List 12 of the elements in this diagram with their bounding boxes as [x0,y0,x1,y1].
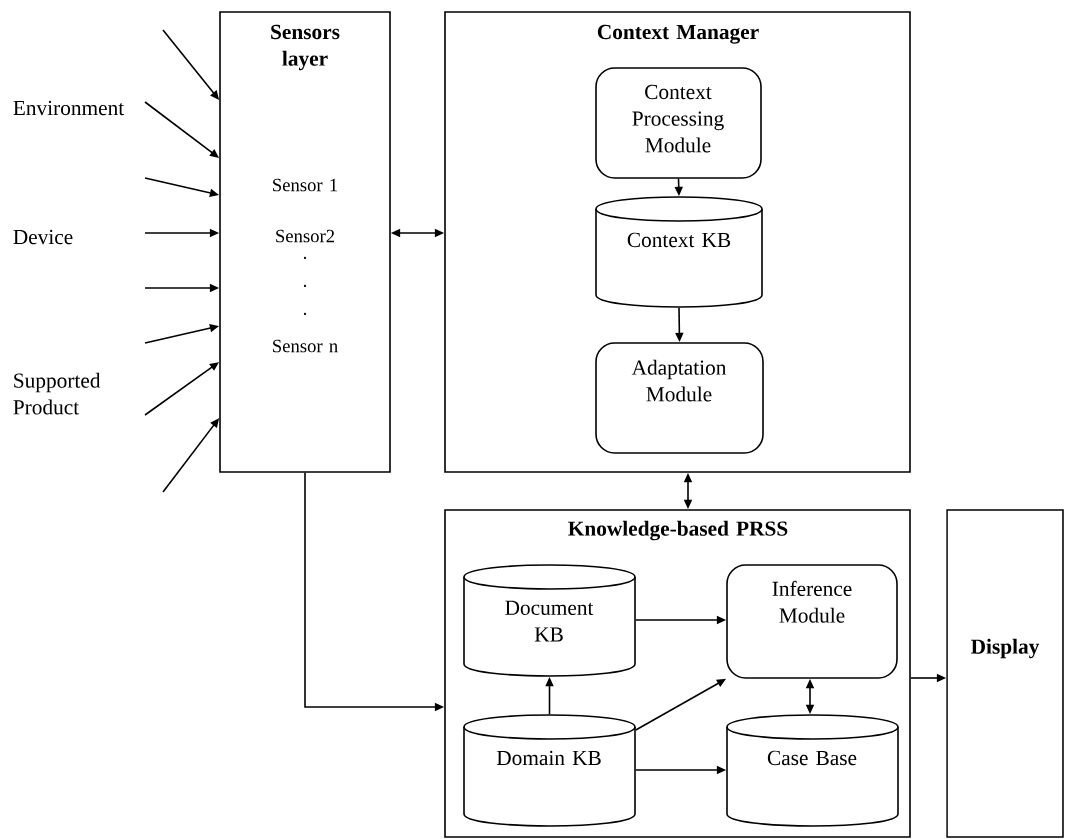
module-box: Inference Module [726,564,898,679]
input-label: Supported Product [13,372,101,415]
module-box: Context Processing Module [595,67,762,179]
input-label: Device [13,229,73,245]
display-box: Display [946,509,1064,838]
sensors-box: Sensors layer Sensor 1 Sensor2 . . . Sensor n [219,11,391,473]
input-label: Environment [13,100,125,116]
database-cylinder: Document KB [463,564,636,677]
database-cylinder: Domain KB [463,714,636,827]
database-cylinder: Context KB [595,196,763,308]
module-box: Adaptation Module [595,342,764,454]
database-cylinder: Case Base [726,714,899,827]
